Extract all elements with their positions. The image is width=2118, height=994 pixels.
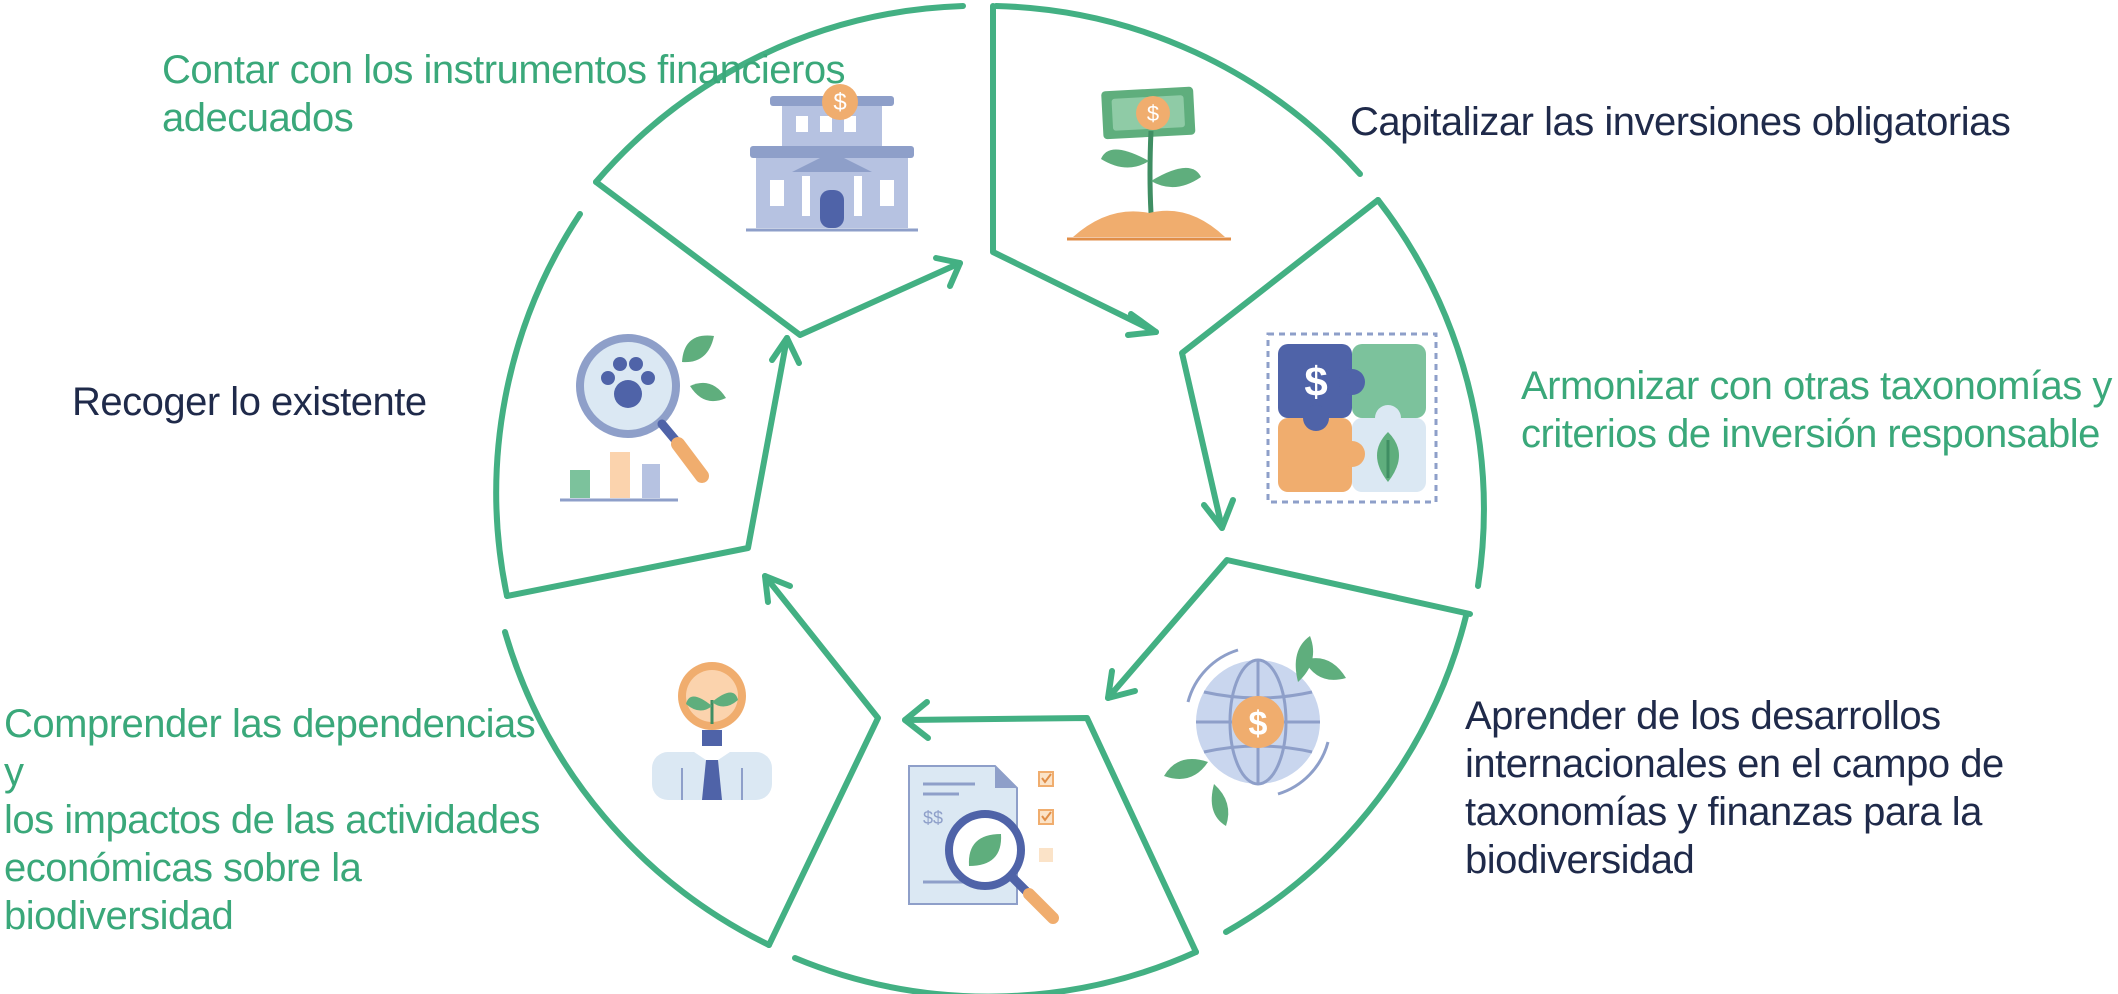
arrowhead-6 (762, 573, 793, 605)
step-label-learn-international: Aprender de los desarrollos internaciona… (1465, 694, 2004, 882)
ring-segment-5 (792, 949, 1199, 994)
lightbulb-person-icon (652, 662, 772, 800)
ring-segment-2 (993, 3, 1363, 177)
ring-segment-4 (1223, 613, 1469, 935)
bank-building-icon: $ (746, 84, 918, 232)
wedge-boundary-1 (593, 179, 963, 338)
arrowhead-5 (902, 699, 931, 741)
arrowhead-1 (933, 255, 963, 289)
bank-dollar-text: $ (833, 89, 846, 116)
step-label-harmonize-taxonomies: Armonizar con otras taxonomías y criteri… (1521, 364, 2112, 456)
wedge-boundary-7 (504, 335, 790, 599)
arrowhead-2 (1125, 311, 1159, 338)
puzzle-pieces-icon: $ (1266, 332, 1438, 504)
doc-money-text: $$ (923, 808, 943, 828)
money-plant-icon: $ (1067, 86, 1231, 241)
ring-segment-6 (502, 629, 772, 948)
puzzle-dollar-text: $ (1304, 358, 1327, 405)
arrowhead-4 (1105, 668, 1138, 701)
wedge-boundary-3 (1179, 197, 1381, 531)
paw-magnifier-icon (560, 334, 726, 502)
step-label-collect-existing: Recoger lo existente (72, 380, 427, 424)
ring-segment-7 (493, 211, 583, 599)
ring-segment-3 (1375, 197, 1487, 589)
wedge-boundary-2 (990, 3, 1159, 335)
wedge-boundary-5 (902, 715, 1199, 955)
arrowhead-3 (1201, 497, 1236, 531)
globe-money-icon: $ (1164, 636, 1346, 826)
arrowhead-7 (769, 335, 802, 366)
document-magnifier-icon: $$ (908, 765, 1059, 924)
ring-segment-1 (593, 3, 966, 185)
plant-dollar-text: $ (1147, 101, 1159, 126)
step-label-capitalize-investments: Capitalizar las inversiones obligatorias (1350, 100, 2011, 144)
globe-dollar-text: $ (1249, 705, 1268, 743)
step-label-understand-dependencies: Comprender las dependencias y los impact… (4, 702, 540, 938)
wedge-boundary-4 (1105, 557, 1473, 701)
wedge-boundary-6 (762, 573, 881, 948)
step-label-financial-instruments: Contar con los instrumentos financieros … (162, 48, 846, 140)
